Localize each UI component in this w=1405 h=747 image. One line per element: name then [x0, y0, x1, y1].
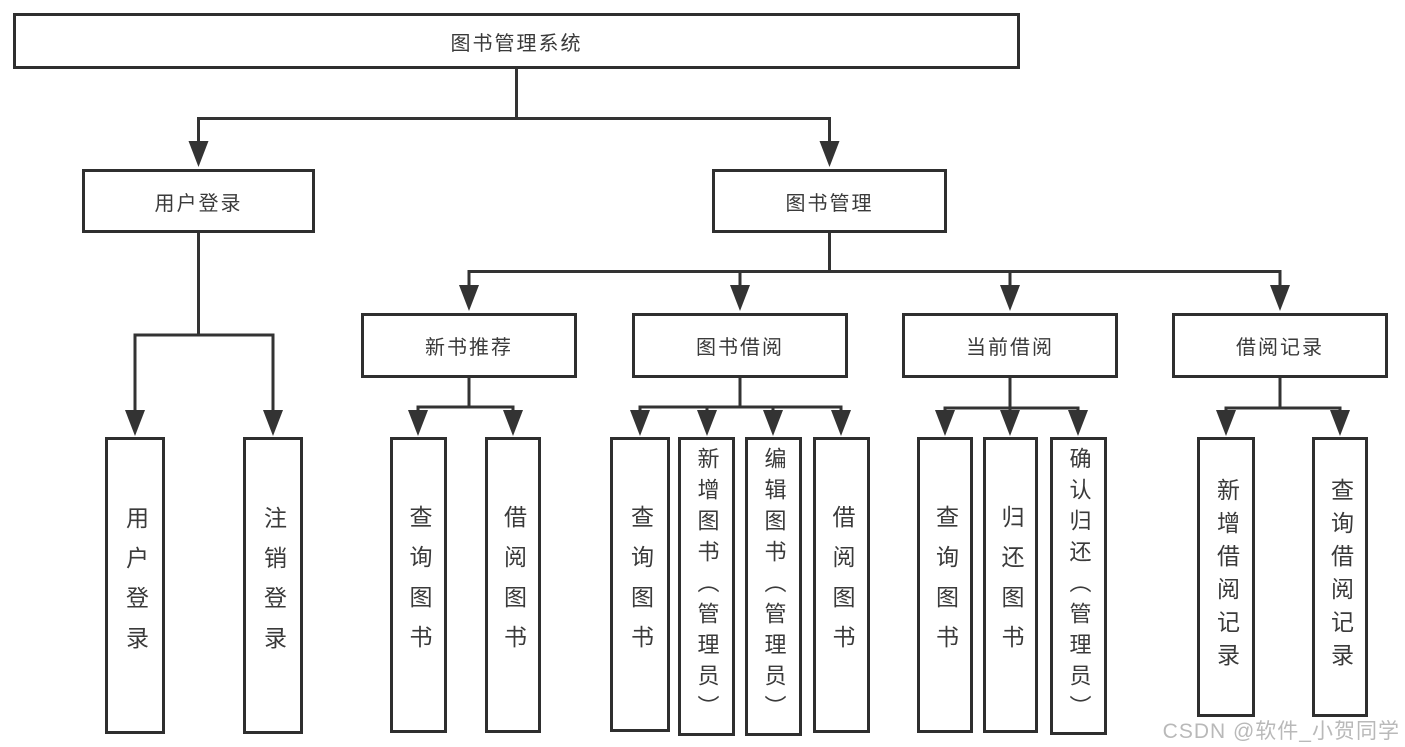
node-borrow-records: 借阅记录: [1172, 313, 1388, 378]
node-root-label: 图书管理系统: [450, 32, 583, 55]
node-new-book-recommend-label: 新书推荐: [425, 337, 513, 359]
leaf-add-book-admin-label: 新增图书（管理员）: [694, 447, 720, 726]
leaf-query-books-borrow: 查询图书: [610, 437, 670, 732]
node-user-login-label: 用户登录: [154, 192, 243, 215]
node-root: 图书管理系统: [13, 13, 1020, 69]
leaf-borrow-books-recommend: 借阅图书: [485, 437, 541, 733]
leaf-add-borrow-record: 新增借阅记录: [1197, 437, 1255, 717]
leaf-confirm-return-admin-label: 确认归还（管理员）: [1066, 446, 1092, 726]
arrowheads: [125, 141, 1350, 436]
leaf-edit-book-admin-label: 编辑图书（管理员）: [761, 447, 787, 726]
leaf-add-book-admin: 新增图书（管理员）: [678, 437, 735, 736]
leaf-borrow-books-2-label: 借阅图书: [829, 505, 855, 665]
leaf-query-books-recommend-label: 查询图书: [406, 505, 432, 665]
leaf-logout-label: 注销登录: [260, 505, 287, 666]
node-book-borrow-label: 图书借阅: [696, 337, 784, 359]
leaf-return-book: 归还图书: [983, 437, 1038, 733]
leaf-query-books-borrow-label: 查询图书: [627, 504, 654, 665]
leaf-edit-book-admin: 编辑图书（管理员）: [745, 437, 802, 736]
node-new-book-recommend: 新书推荐: [361, 313, 577, 378]
node-book-management-label: 图书管理: [785, 192, 874, 215]
node-current-borrow: 当前借阅: [902, 313, 1118, 378]
leaf-query-borrow-record-label: 查询借阅记录: [1327, 478, 1354, 676]
leaf-borrow-books-2: 借阅图书: [813, 437, 870, 733]
node-book-borrow: 图书借阅: [632, 313, 848, 378]
node-borrow-records-label: 借阅记录: [1236, 337, 1324, 359]
leaf-query-books-recommend: 查询图书: [390, 437, 447, 733]
leaf-logout: 注销登录: [243, 437, 303, 734]
leaf-return-book-label: 归还图书: [998, 505, 1024, 665]
leaf-add-borrow-record-label: 新增借阅记录: [1213, 478, 1240, 676]
leaf-user-login-label: 用户登录: [122, 505, 149, 666]
leaf-query-books-current-label: 查询图书: [932, 505, 959, 665]
node-user-login: 用户登录: [82, 169, 315, 233]
node-book-management: 图书管理: [712, 169, 947, 233]
node-current-borrow-label: 当前借阅: [966, 337, 1054, 359]
leaf-query-borrow-record: 查询借阅记录: [1312, 437, 1368, 717]
leaf-user-login: 用户登录: [105, 437, 165, 734]
leaf-borrow-books-recommend-label: 借阅图书: [500, 505, 527, 665]
watermark-text: CSDN @软件_小贺同学: [1162, 720, 1400, 743]
leaf-confirm-return-admin: 确认归还（管理员）: [1050, 437, 1107, 735]
leaf-query-books-current: 查询图书: [917, 437, 973, 733]
